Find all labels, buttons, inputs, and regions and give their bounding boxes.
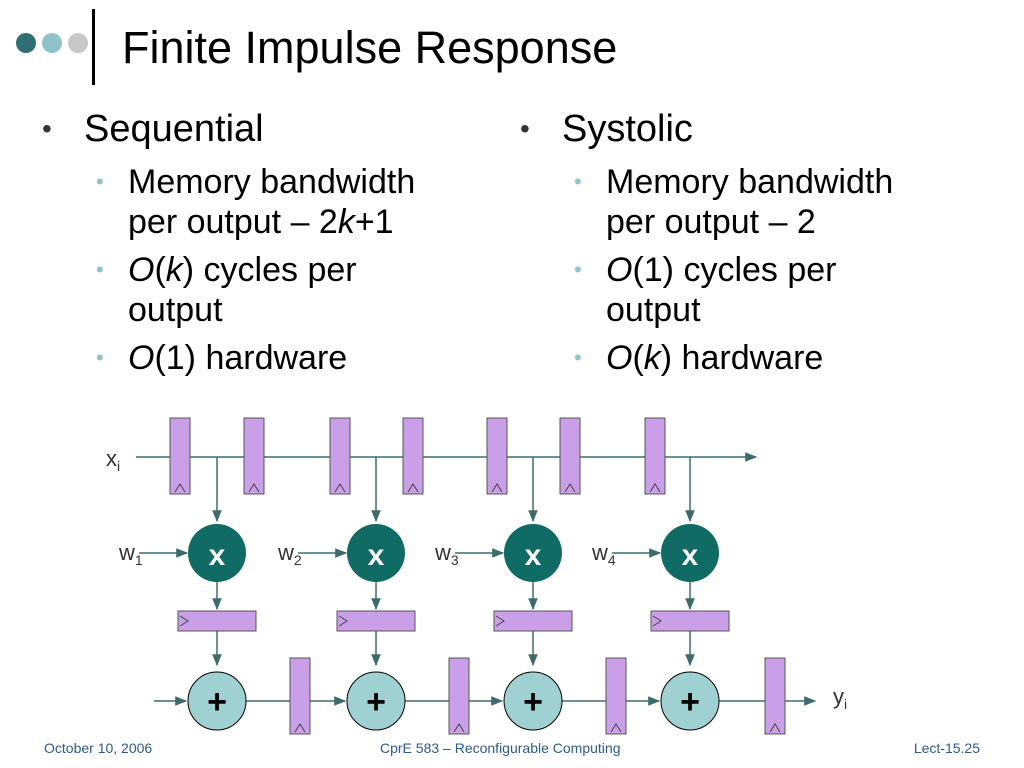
sub-bullet-dot: •	[96, 345, 104, 370]
register	[559, 417, 581, 495]
column-systolic: • Systolic • Memory bandwidth per output…	[520, 106, 960, 378]
adder-symbol: +	[523, 683, 543, 721]
k-var: k	[643, 339, 661, 377]
bandwidth-k: k	[337, 203, 355, 241]
multiplier-symbol: x	[525, 539, 542, 572]
register	[764, 657, 786, 735]
adder-node	[346, 671, 406, 731]
clock-marker	[610, 723, 622, 733]
multiplier-symbol: x	[682, 539, 699, 572]
register	[329, 417, 351, 495]
register	[486, 417, 508, 495]
adder-symbol: +	[366, 683, 386, 721]
bandwidth-text: Memory bandwidth per output – 2	[128, 163, 416, 241]
cycles-text: (1) cycles per output	[606, 251, 837, 329]
input-label: xi	[106, 446, 120, 474]
logo-dot-dark	[16, 33, 36, 53]
column-sequential: • Sequential • Memory bandwidth per outp…	[42, 106, 482, 378]
bandwidth-text: Memory bandwidth per output – 2	[606, 163, 894, 241]
register	[402, 417, 424, 495]
clock-marker	[652, 615, 662, 627]
big-o: O	[606, 251, 633, 289]
clock-marker	[453, 723, 465, 733]
weight-label-1: w1	[118, 540, 143, 568]
clock-marker	[294, 723, 306, 733]
sub-bullet-dot: •	[574, 345, 582, 370]
slide-title: Finite Impulse Response	[122, 22, 618, 73]
clock-marker	[248, 483, 260, 493]
sub-bullet-bandwidth: • Memory bandwidth per output – 2	[520, 162, 960, 242]
register	[289, 657, 311, 735]
adder-node	[503, 671, 563, 731]
bullet-dot: •	[520, 113, 530, 144]
clock-marker	[338, 615, 348, 627]
register	[448, 657, 470, 735]
register	[336, 610, 416, 632]
weight-label-4: w4	[591, 540, 616, 568]
title-divider	[92, 9, 95, 85]
clock-marker	[334, 483, 346, 493]
multiplier-node	[347, 524, 405, 582]
register	[650, 610, 730, 632]
clock-marker	[495, 615, 505, 627]
register	[243, 417, 265, 495]
clock-marker	[649, 483, 661, 493]
k-var: k	[165, 251, 183, 289]
clock-marker	[769, 723, 781, 733]
register	[644, 417, 666, 495]
cycles-text: ) cycles per output	[128, 251, 357, 329]
clock-marker	[491, 483, 503, 493]
bullet-systolic: • Systolic	[520, 106, 960, 152]
sub-bullet-dot: •	[96, 257, 104, 282]
big-o: O	[128, 251, 155, 289]
hardware-text: ) hardware	[660, 339, 824, 377]
multiplier-symbol: x	[368, 539, 385, 572]
sub-bullet-hardware: • O(1) hardware	[42, 338, 482, 378]
footer-lecture: Lect-15.25	[913, 740, 980, 756]
weight-label-2: w2	[277, 540, 302, 568]
output-label: yi	[833, 684, 847, 712]
bullet-dot: •	[42, 113, 52, 144]
sub-bullet-dot: •	[574, 257, 582, 282]
adder-node	[187, 671, 247, 731]
adder-symbol: +	[680, 683, 700, 721]
register	[605, 657, 627, 735]
heading-sequential: Sequential	[84, 108, 264, 150]
sub-bullet-cycles: • O(k) cycles per output	[42, 250, 482, 330]
sub-bullet-hardware: • O(k) hardware	[520, 338, 960, 378]
logo-dot-grey	[68, 33, 88, 53]
sub-bullet-bandwidth: • Memory bandwidth per output – 2k+1	[42, 162, 482, 242]
register	[177, 610, 257, 632]
clock-marker	[179, 615, 189, 627]
sub-bullet-dot: •	[574, 169, 582, 194]
footer-date: October 10, 2006	[44, 740, 153, 756]
paren-open: (	[632, 339, 644, 377]
sub-bullet-cycles: • O(1) cycles per output	[520, 250, 960, 330]
clock-marker	[174, 483, 186, 493]
logo-dots	[16, 33, 96, 55]
big-o: O	[128, 339, 155, 377]
register	[169, 417, 191, 495]
multiplier-node	[188, 524, 246, 582]
register	[493, 610, 573, 632]
bullet-sequential: • Sequential	[42, 106, 482, 152]
clock-marker	[407, 483, 419, 493]
adder-symbol: +	[207, 683, 227, 721]
adder-node	[660, 671, 720, 731]
clock-marker	[564, 483, 576, 493]
big-o: O	[606, 339, 633, 377]
multiplier-symbol: x	[209, 539, 226, 572]
hardware-text: (1) hardware	[154, 339, 348, 377]
multiplier-node	[504, 524, 562, 582]
bandwidth-suffix: +1	[354, 203, 394, 241]
heading-systolic: Systolic	[562, 108, 693, 150]
sub-bullet-dot: •	[96, 169, 104, 194]
weight-label-3: w3	[434, 540, 459, 568]
multiplier-node	[661, 524, 719, 582]
logo-dot-light	[42, 33, 62, 53]
paren-open: (	[154, 251, 166, 289]
footer-course: CprE 583 – Reconfigurable Computing	[380, 740, 621, 756]
